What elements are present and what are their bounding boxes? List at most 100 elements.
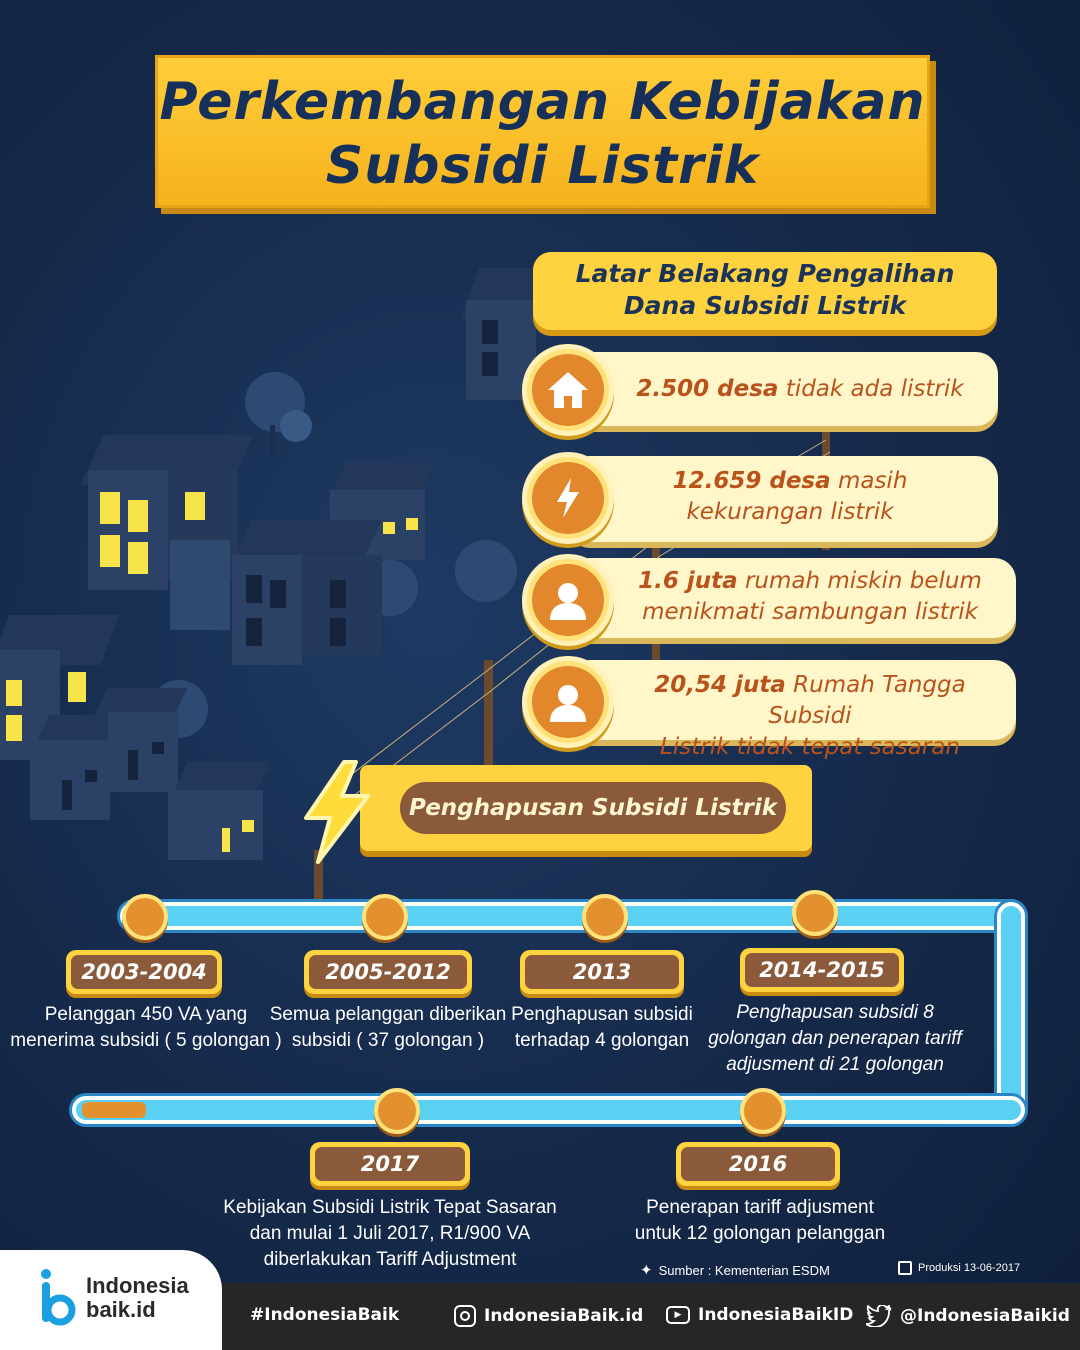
fact-line-2: kekurangan listrik xyxy=(686,499,894,525)
description-line: dan mulai 1 Juli 2017, R1/900 VA xyxy=(249,1223,531,1244)
production-note: Produksi 13-06-2017 xyxy=(898,1261,1020,1275)
fact-highlight: 12.659 desa xyxy=(672,468,831,494)
youtube-icon: ▶ xyxy=(666,1306,690,1324)
year-label: 2003-2004 xyxy=(71,955,217,989)
description-line: Penghapusan subsidi xyxy=(511,1004,693,1025)
logo-text-line-1: Indonesia xyxy=(86,1273,189,1298)
window xyxy=(85,770,97,782)
tree-trunk xyxy=(270,425,275,455)
fact-highlight: 2.500 desa xyxy=(636,376,779,402)
tree xyxy=(280,410,312,442)
house xyxy=(232,555,302,665)
window xyxy=(270,580,286,608)
year-label: 2014-2015 xyxy=(745,953,899,987)
year-label: 2016 xyxy=(681,1147,835,1181)
background-heading-line-2: Dana Subsidi Listrik xyxy=(623,291,907,320)
lit-window xyxy=(242,820,254,832)
logo-mark-icon xyxy=(41,1269,76,1326)
window xyxy=(330,618,346,646)
youtube-text: IndonesiaBaikID xyxy=(698,1305,854,1325)
instagram-icon xyxy=(454,1305,476,1327)
lit-window xyxy=(100,535,120,567)
fact-rest: Rumah Tangga Subsidi xyxy=(768,672,966,729)
year-badge: 2016 xyxy=(676,1142,840,1186)
year-label: 2005-2012 xyxy=(309,955,467,989)
background-heading: Latar Belakang Pengalihan Dana Subsidi L… xyxy=(533,258,997,322)
year-label: 2017 xyxy=(315,1147,465,1181)
brand-logo: Indonesia baik.id xyxy=(38,1268,189,1328)
fact-highlight: 1.6 juta xyxy=(638,568,738,594)
description-line: Pelanggan 450 VA yang xyxy=(44,1004,248,1025)
timeline-dot xyxy=(792,890,838,936)
year-label: 2013 xyxy=(525,955,679,989)
lit-window xyxy=(406,518,418,530)
fact-card-3 xyxy=(568,558,1016,638)
description-line: terhadap 4 golongan xyxy=(514,1030,690,1051)
house xyxy=(170,540,230,630)
fact-text-4: 20,54 juta Rumah Tangga Subsidi Listrik … xyxy=(610,670,1010,763)
footer-instagram-link[interactable]: IndonesiaBaik.id xyxy=(454,1305,643,1327)
fact-icon-badge-2 xyxy=(522,452,614,544)
timeline-description: Penghapusan subsidi 8 golongan dan pener… xyxy=(700,1000,970,1078)
title-line-2: Subsidi Listrik xyxy=(325,136,760,196)
lit-window xyxy=(185,492,205,520)
person-icon xyxy=(532,666,604,738)
description-line: Penghapusan subsidi 8 xyxy=(736,1002,934,1023)
footer-youtube-link[interactable]: ▶ IndonesiaBaikID xyxy=(666,1305,853,1325)
footer-hashtag[interactable]: #IndonesiaBaik xyxy=(250,1305,399,1325)
timeline-description: Semua pelanggan diberikan subsidi ( 37 g… xyxy=(268,1002,508,1054)
timeline-track-bottom xyxy=(72,1096,1025,1124)
title-line-1: Perkembangan Kebijakan xyxy=(159,72,926,132)
window xyxy=(152,742,164,754)
description-line: diberlakukan Tariff Adjustment xyxy=(263,1249,517,1270)
twitter-text: @IndonesiaBaikid xyxy=(900,1306,1070,1326)
fact-line-2: Listrik tidak tepat sasaran xyxy=(660,734,960,760)
background-banner xyxy=(533,252,997,330)
description-line: golongan dan penerapan tariff xyxy=(708,1028,962,1049)
fact-card-2 xyxy=(568,456,998,542)
window xyxy=(246,575,262,603)
fact-text-3: 1.6 juta rumah miskin belum menikmati sa… xyxy=(610,566,1010,628)
fact-text-2: 12.659 desa masih kekurangan listrik xyxy=(600,466,980,528)
timeline-dot xyxy=(362,894,408,940)
lightning-bolt-icon xyxy=(304,760,370,864)
lit-window xyxy=(128,542,148,574)
calendar-icon xyxy=(898,1261,912,1275)
timeline-dot xyxy=(740,1088,786,1134)
fact-rest: tidak ada listrik xyxy=(778,376,964,402)
house-icon xyxy=(532,354,604,426)
year-badge: 2005-2012 xyxy=(304,950,472,994)
removal-heading: Penghapusan Subsidi Listrik xyxy=(400,782,786,834)
house xyxy=(108,712,178,792)
timeline-dot xyxy=(374,1088,420,1134)
fact-icon-badge-4 xyxy=(522,656,614,748)
window xyxy=(246,618,262,646)
fact-icon-badge-3 xyxy=(522,554,614,646)
power-pole xyxy=(484,660,493,770)
description-line: menerima subsidi ( 5 golongan ) xyxy=(10,1030,282,1051)
lit-window xyxy=(383,522,395,534)
lit-window xyxy=(6,680,22,706)
page-title: Perkembangan Kebijakan Subsidi Listrik xyxy=(155,70,930,198)
year-badge: 2013 xyxy=(520,950,684,994)
lit-window xyxy=(128,500,148,532)
timeline-dot xyxy=(122,894,168,940)
description-line: untuk 12 golongan pelanggan xyxy=(634,1223,886,1244)
source-note: ✦ Sumber : Kementerian ESDM xyxy=(640,1261,830,1279)
footer-twitter-link[interactable]: @IndonesiaBaikid xyxy=(866,1305,1070,1327)
window xyxy=(330,580,346,608)
description-line: Semua pelanggan diberikan xyxy=(269,1004,507,1025)
fact-card-4 xyxy=(568,660,1016,740)
fact-line-2: menikmati sambungan listrik xyxy=(642,599,978,625)
twitter-icon xyxy=(866,1305,892,1327)
window xyxy=(482,352,498,376)
year-badge: 2017 xyxy=(310,1142,470,1186)
year-badge: 2003-2004 xyxy=(66,950,222,994)
timeline-description: Penghapusan subsidi terhadap 4 golongan xyxy=(504,1002,700,1054)
window xyxy=(482,320,498,344)
fact-rest: rumah miskin belum xyxy=(737,568,982,594)
fact-icon-badge-1 xyxy=(522,344,614,436)
person-icon xyxy=(532,564,604,636)
fact-text-1: 2.500 desa tidak ada listrik xyxy=(610,374,990,405)
window xyxy=(128,750,138,780)
